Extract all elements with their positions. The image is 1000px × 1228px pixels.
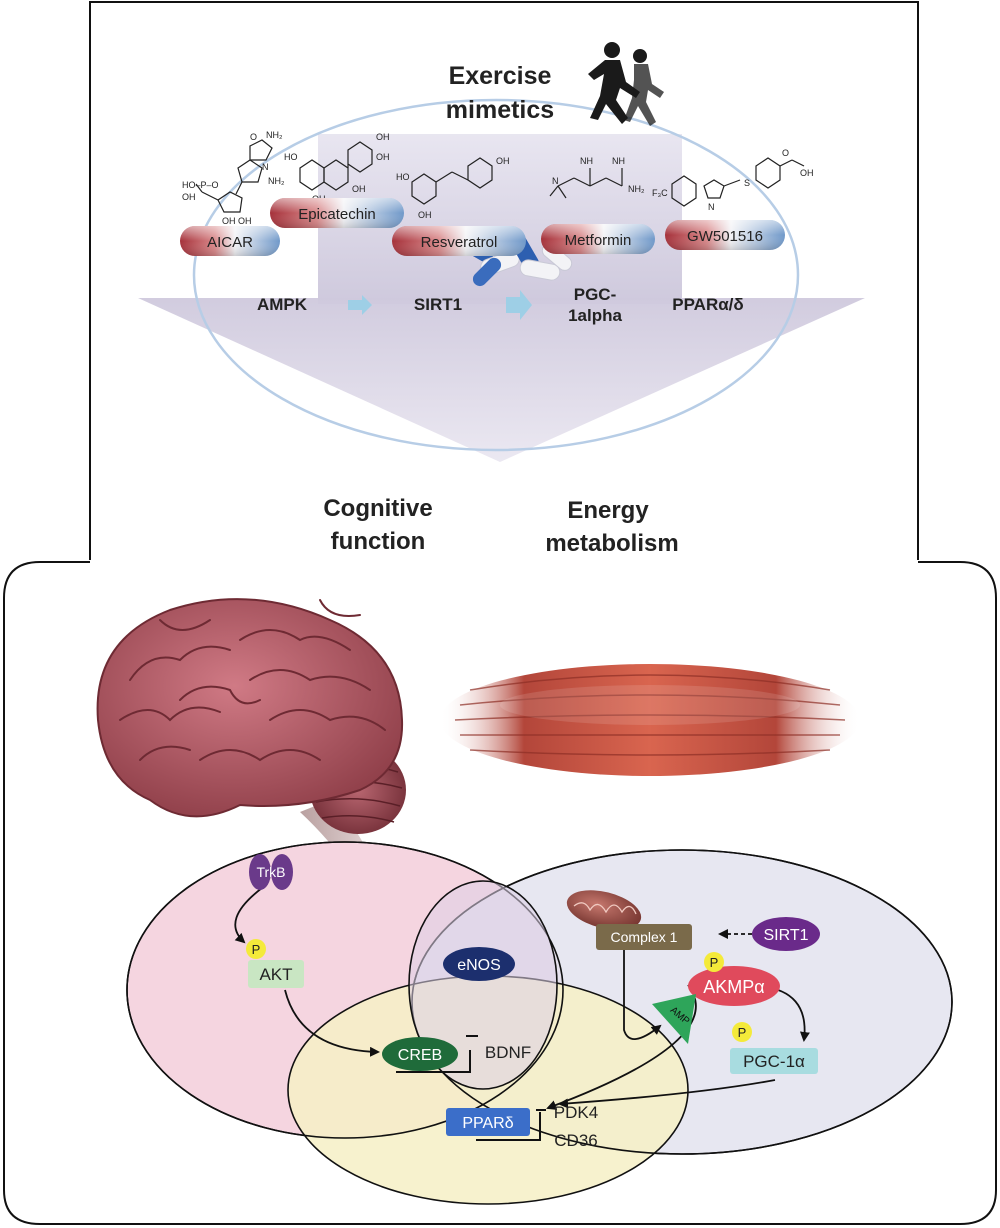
metformin-nh1: NH (580, 156, 593, 166)
mitochondrion-icon (566, 890, 642, 930)
pill-epicatechin-label: Epicatechin (298, 206, 376, 223)
epicatechin-oh3: OH (352, 184, 366, 194)
pathway-ampk: AMPK (257, 295, 308, 314)
pathway-pgc-line1: PGC- (574, 285, 617, 304)
pill-gw501516-label: GW501516 (687, 228, 763, 245)
pill-metformin: Metformin (541, 224, 655, 254)
akmp-node: AKMPα P (688, 952, 780, 1006)
akt-phospho: P (252, 942, 261, 957)
pgc-label: PGC-1α (743, 1052, 805, 1071)
pill-metformin-label: Metformin (565, 232, 632, 249)
akmp-label: AKMPα (703, 977, 764, 997)
enos-node: eNOS (443, 947, 515, 981)
bdnf-label: BDNF (485, 1043, 531, 1062)
aicar-o: O (250, 132, 257, 142)
epicatechin-ho: HO (284, 152, 298, 162)
pill-aicar: AICAR (180, 226, 280, 256)
pill-resveratrol-label: Resveratrol (421, 234, 498, 251)
outcome-cognitive-line2: function (331, 528, 426, 555)
aicar-nh2-top: NH₂ (266, 130, 283, 140)
funnel-arrow (138, 298, 865, 462)
outcome-energy-line1: Energy (567, 497, 649, 524)
pill-resveratrol: Resveratrol (392, 226, 526, 256)
aicar-p: HO–P–O (182, 180, 219, 190)
title-line2: mimetics (446, 96, 554, 124)
pill-epicatechin: Epicatechin (270, 198, 404, 228)
resveratrol-oh2: OH (418, 210, 432, 220)
gw-n: N (708, 202, 715, 212)
trkb-label: TrkB (256, 864, 285, 880)
pgc-phospho: P (738, 1025, 747, 1040)
epicatechin-structure (299, 141, 373, 191)
aicar-oh-c: OH (238, 216, 252, 226)
pill-aicar-label: AICAR (207, 234, 253, 251)
epicatechin-oh1: OH (376, 132, 390, 142)
gw-s: S (744, 178, 750, 188)
cd36-label: CD36 (554, 1131, 597, 1150)
complex1-label: Complex 1 (611, 929, 678, 945)
aicar-nh2-side: NH₂ (268, 176, 285, 186)
aicar-oh-a: OH (182, 192, 196, 202)
akmp-phospho: P (710, 955, 719, 970)
creb-node: CREB (382, 1037, 458, 1071)
akt-label: AKT (259, 965, 292, 984)
metformin-nh2: NH (612, 156, 625, 166)
muscle-illustration (440, 664, 860, 776)
resveratrol-ho: HO (396, 172, 410, 182)
pathway-arrow-1 (348, 295, 372, 315)
pill-gw501516: GW501516 (665, 220, 785, 250)
creb-label: CREB (398, 1047, 442, 1064)
pgc-node: PGC-1α P (730, 1022, 818, 1074)
brain-ellipse-outline (126, 841, 564, 1139)
aicar-n: N (262, 162, 269, 172)
gw501516-structure (671, 157, 805, 207)
resveratrol-structure (411, 157, 493, 205)
top-panel-frame (89, 1, 919, 560)
runners-icon (588, 42, 664, 126)
pathway-arrow-2 (506, 290, 532, 320)
resveratrol-oh1: OH (496, 156, 510, 166)
outcome-cognitive-line1: Cognitive (323, 495, 432, 522)
gw-cf3: F₃C (652, 188, 668, 198)
metformin-n: N (552, 176, 559, 186)
gw-o: O (782, 148, 789, 158)
gw-oh: OH (800, 168, 814, 178)
inhibition-lines (396, 1035, 546, 1141)
complex1-node: Complex 1 (596, 924, 692, 950)
epicatechin-oh2: OH (376, 152, 390, 162)
brain-illustration (96, 598, 406, 872)
akt-node: AKT P (246, 939, 304, 988)
pathway-sirt1: SIRT1 (414, 295, 462, 314)
mimetics-ring (192, 98, 800, 452)
metformin-nh3: NH₂ (628, 184, 645, 194)
ppard-label: PPARδ (462, 1115, 513, 1132)
aicar-oh-b: OH (222, 216, 236, 226)
pathway-pgc-line2: 1alpha (568, 306, 622, 325)
outcome-energy-line2: metabolism (545, 530, 678, 557)
aicar-structure (195, 139, 273, 213)
ppard-node: PPARδ (446, 1108, 530, 1136)
metformin-structure (549, 168, 623, 199)
enos-label: eNOS (457, 957, 501, 974)
sirt1-node: SIRT1 (752, 917, 820, 951)
enos-ellipse (408, 880, 558, 1090)
trkb-receptor: TrkB (249, 854, 293, 890)
bottom-panel-frame (3, 561, 997, 1225)
title-line1: Exercise (449, 62, 552, 90)
pdk4-label: PDK4 (554, 1103, 598, 1122)
sirt1-label: SIRT1 (763, 927, 808, 944)
pathway-ppar: PPARα/δ (672, 295, 743, 314)
amp-node: AMP (652, 994, 696, 1044)
